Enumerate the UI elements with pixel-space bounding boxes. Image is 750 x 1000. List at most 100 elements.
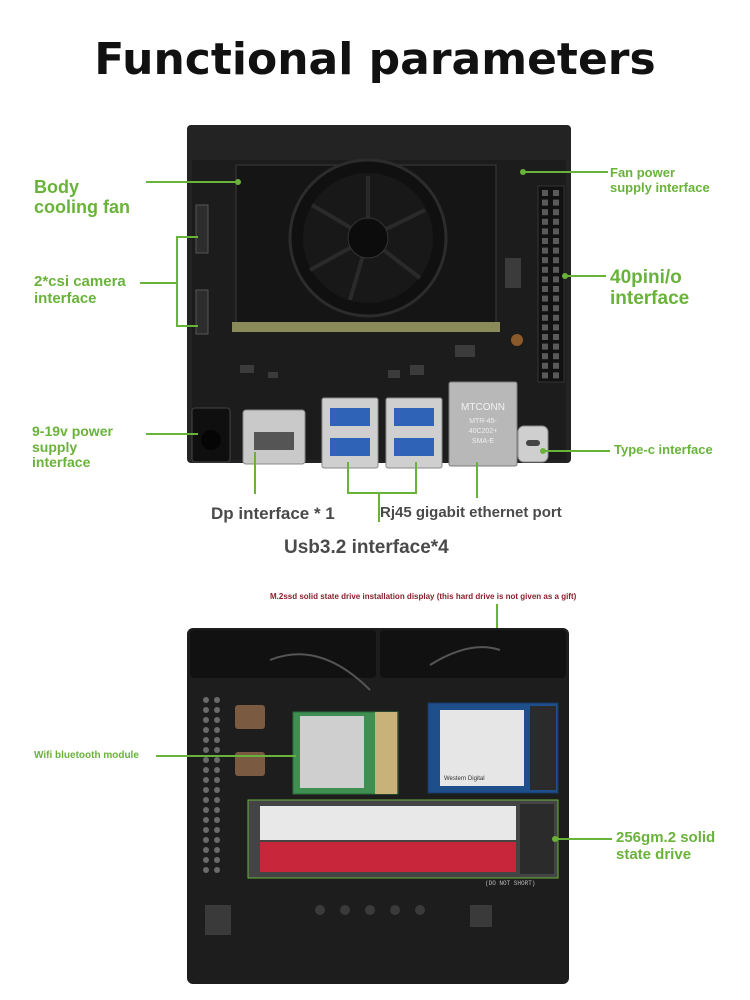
leader-usb-left: [347, 462, 349, 494]
leader-usb-stem: [378, 492, 380, 522]
leader-dot-cooling-fan: [235, 179, 241, 185]
leader-dot-gpio: [562, 273, 568, 279]
leader-fan-power: [524, 171, 608, 173]
leader-rj45-v: [476, 462, 478, 498]
header-pin: [203, 857, 209, 863]
gpio-pin: [553, 372, 559, 379]
gpio-pin: [553, 190, 559, 196]
callout-rj45: Rj45 gigabit ethernet port: [380, 504, 562, 521]
header-pin: [203, 827, 209, 833]
leader-csi-bottom: [176, 325, 198, 327]
gpio-pin: [553, 276, 559, 283]
header-pin: [203, 737, 209, 743]
gpio-pin: [542, 190, 548, 196]
gpio-pin: [553, 266, 559, 273]
leader-usb-bracket: [347, 492, 417, 494]
rj45-model-3: SMA-E: [471, 438, 495, 445]
header-pin: [203, 847, 209, 853]
gpio-pin: [542, 209, 548, 216]
gpio-pin: [542, 257, 548, 264]
gpio-pin: [553, 238, 559, 244]
header-pin: [214, 857, 220, 863]
module-gold-edge: [232, 322, 500, 332]
gpio-pin: [542, 295, 548, 302]
leader-wifi: [156, 755, 296, 757]
gpio-pin: [542, 286, 548, 292]
leader-dot-fan-power: [520, 169, 526, 175]
gpio-pin: [553, 305, 559, 312]
header-pin: [214, 747, 220, 753]
leader-dot-type-c: [540, 448, 546, 454]
leader-usb-right: [415, 462, 417, 494]
rj45-port: [448, 381, 518, 467]
header-pin: [203, 757, 209, 763]
gpio-pin: [553, 353, 559, 360]
gpio-pin: [542, 324, 548, 331]
callout-type-c: Type-c interface: [614, 442, 713, 457]
gpio-pin: [553, 343, 559, 350]
gpio-pin: [553, 362, 559, 369]
rj45-brand: MTCONN: [461, 402, 505, 413]
gpio-pin: [542, 218, 548, 225]
gpio-pin: [553, 334, 559, 340]
leader-csi-top: [176, 236, 198, 238]
leader-power-supply: [146, 433, 198, 435]
header-pin: [203, 707, 209, 713]
gpio-pin: [553, 209, 559, 216]
callout-power-supply: 9-19v power supply interface: [32, 423, 113, 471]
header-pin: [214, 807, 220, 813]
leader-type-c: [544, 450, 610, 452]
callout-wifi: Wifi bluetooth module: [34, 750, 139, 761]
callout-cooling-fan: Body cooling fan: [34, 177, 130, 218]
gpio-pin: [542, 199, 548, 206]
header-pin: [214, 797, 220, 803]
rj45-model-2: 40C202+: [468, 428, 498, 435]
gpio-pin: [553, 199, 559, 206]
gpio-pin: [542, 334, 548, 340]
gpio-pin: [542, 276, 548, 283]
callout-gpio: 40pini/o interface: [610, 267, 690, 310]
header-pin: [203, 787, 209, 793]
header-pin: [214, 827, 220, 833]
header-pin: [214, 777, 220, 783]
header-pin: [203, 837, 209, 843]
leader-csi-bracket: [176, 236, 178, 326]
leader-ssd: [556, 838, 612, 840]
gpio-pin: [542, 228, 548, 235]
leader-csi-camera: [140, 282, 176, 284]
rj45-model-1: MTR-45-: [469, 418, 497, 425]
gpio-pin: [542, 362, 548, 369]
header-pin: [214, 737, 220, 743]
ssd-brand-label: Western Digital: [444, 776, 485, 782]
gpio-pin: [542, 238, 548, 244]
header-pin: [214, 727, 220, 733]
header-pin: [214, 837, 220, 843]
gpio-pin: [542, 305, 548, 312]
header-pin: [214, 717, 220, 723]
gpio-pin: [542, 343, 548, 350]
silk-do-not-short: (DO NOT SHORT): [485, 880, 536, 887]
leader-dp: [254, 452, 256, 494]
gpio-pin: [542, 372, 548, 379]
callout-ssd: 256gm.2 solid state drive: [616, 829, 716, 863]
page-title: Functional parameters: [94, 34, 656, 85]
gpio-pin: [542, 353, 548, 360]
header-pin: [203, 767, 209, 773]
header-pin: [214, 787, 220, 793]
ssd-installation-note: M.2ssd solid state drive installation di…: [270, 592, 577, 601]
header-pin: [203, 717, 209, 723]
header-pin: [203, 807, 209, 813]
header-pin: [203, 747, 209, 753]
gpio-pin: [553, 228, 559, 235]
header-pin: [203, 727, 209, 733]
callout-fan-power: Fan power supply interface: [610, 165, 710, 195]
header-pin: [203, 797, 209, 803]
gpio-pin: [553, 247, 559, 254]
header-pin: [203, 817, 209, 823]
header-pin: [203, 697, 209, 703]
leader-cooling-fan: [146, 181, 238, 183]
callout-csi-camera: 2*csi camera interface: [34, 273, 126, 307]
gpio-pin: [553, 218, 559, 225]
leader-dot-ssd: [552, 836, 558, 842]
gpio-pin: [553, 295, 559, 302]
